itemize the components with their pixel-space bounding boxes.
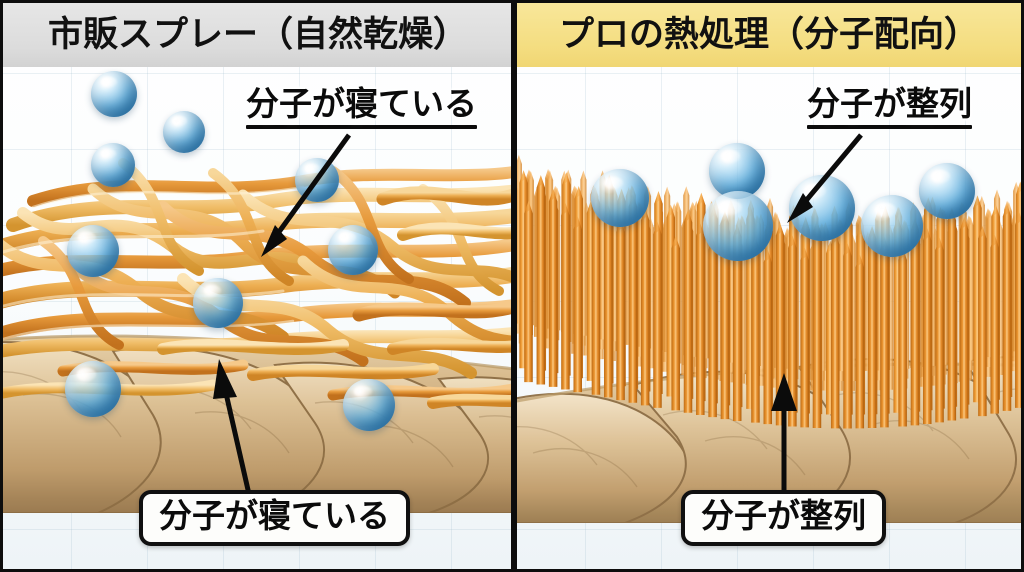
label-right-bottom-text: 分子が整列 [701, 496, 866, 535]
annotation-right-underline [807, 124, 972, 129]
tangled-fiber-layer [3, 158, 513, 409]
annotation-right-top-text: 分子が整列 [807, 84, 972, 123]
water-droplet [861, 195, 923, 257]
water-droplet [328, 225, 378, 275]
water-droplet [343, 379, 395, 431]
water-droplet [91, 71, 137, 117]
annotation-right-top: 分子が整列 [807, 84, 972, 129]
water-droplet [703, 191, 773, 261]
panel-left-header: 市販スプレー（自然乾燥） [3, 3, 513, 67]
panel-left-title: 市販スプレー（自然乾燥） [47, 14, 468, 55]
annotation-left-top-text: 分子が寝ている [246, 84, 477, 123]
aligned-spike-layer [517, 154, 1021, 429]
water-droplet [67, 225, 119, 277]
water-droplet [65, 361, 121, 417]
panel-right-header: プロの熱処理（分子配向） [517, 3, 1021, 67]
label-left-bottom-text: 分子が寝ている [159, 496, 390, 535]
water-droplet [789, 175, 855, 241]
panel-professional-heat: プロの熱処理（分子配向） 分子が整列 分子が整列 [517, 3, 1021, 569]
water-droplet [91, 143, 135, 187]
panel-right-title: プロの熱処理（分子配向） [558, 14, 979, 55]
water-droplet [591, 169, 649, 227]
panel-consumer-spray: 市販スプレー（自然乾燥） 分子が寝ている 分子が寝ている [3, 3, 513, 569]
annotation-left-underline [246, 124, 477, 129]
panel-divider [511, 3, 517, 569]
label-left-bottom: 分子が寝ている [139, 490, 410, 546]
water-droplet [193, 278, 243, 328]
label-right-bottom: 分子が整列 [681, 490, 886, 546]
water-droplet [295, 158, 339, 202]
water-droplet [709, 143, 765, 199]
water-droplet [919, 163, 975, 219]
water-droplet [163, 111, 205, 153]
annotation-left-top: 分子が寝ている [246, 84, 477, 129]
